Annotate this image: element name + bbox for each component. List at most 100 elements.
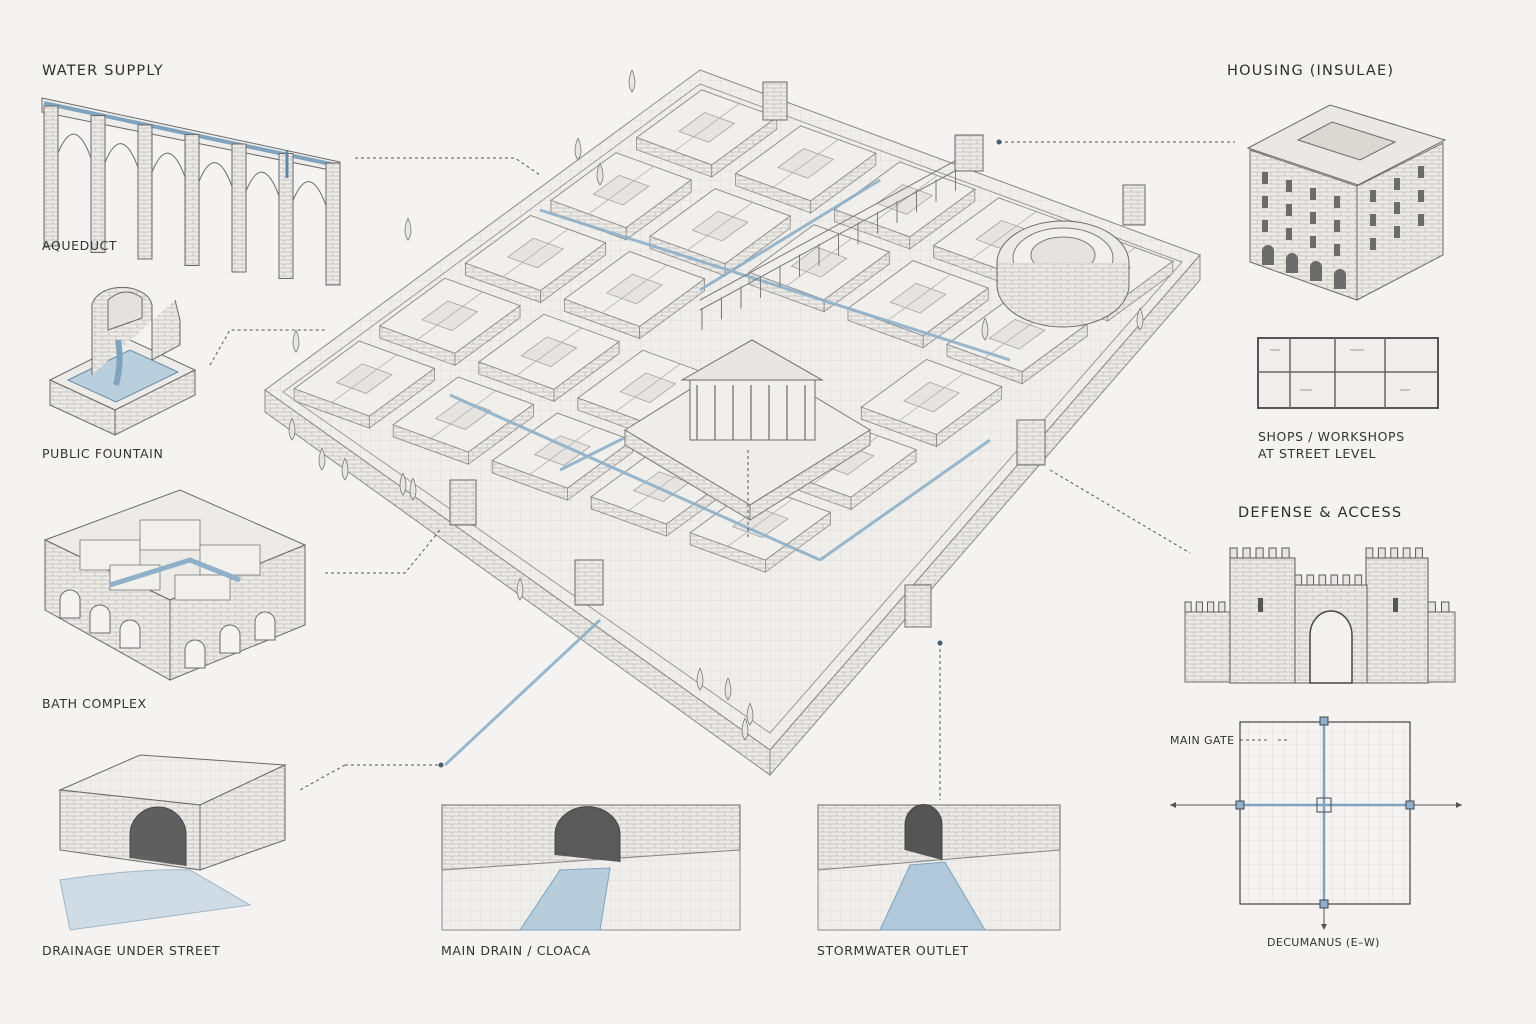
wall-towers: [449, 81, 1146, 628]
cypress-tree: [741, 717, 749, 741]
block-wall: [553, 340, 620, 403]
cypress-tree: [628, 69, 636, 93]
bath-room: [139, 519, 201, 551]
room-wall: [331, 354, 398, 403]
insula-window: [1262, 172, 1268, 184]
room-wall: [430, 390, 497, 439]
amphitheatre: [996, 220, 1130, 328]
bath-arch: [219, 624, 241, 654]
insula-window: [1370, 214, 1376, 226]
city-plan: [264, 69, 1201, 777]
room-wall: [727, 498, 794, 547]
stormwater-vignette: [817, 803, 1061, 931]
room-wall: [502, 228, 569, 278]
crenellation: [1268, 547, 1277, 559]
block-wall: [909, 188, 976, 250]
crenellation: [1441, 601, 1450, 613]
crenellation: [1318, 574, 1327, 586]
insula-window: [1310, 212, 1316, 224]
block-wall: [540, 242, 607, 304]
crenellation: [1195, 601, 1203, 613]
insula-window: [1334, 244, 1340, 256]
bath-complex-label: BATH COMPLEX: [42, 696, 147, 711]
insula-window: [1394, 178, 1400, 190]
aqueduct-arch: [292, 181, 327, 206]
insula-arcade: [1262, 245, 1274, 265]
stormwater-label: STORMWATER OUTLET: [817, 943, 969, 958]
aqueduct-pier: [137, 124, 153, 260]
crenellation: [1281, 547, 1290, 559]
cypress-tree: [516, 577, 524, 601]
main-drain-label: MAIN DRAIN / CLOACA: [441, 943, 591, 958]
cypress-tree: [288, 417, 296, 441]
block-wall: [639, 278, 706, 340]
crenellation: [1242, 547, 1251, 559]
room-wall: [871, 175, 938, 224]
aqueduct-pier: [90, 115, 106, 253]
main-drain-vignette: [441, 804, 741, 931]
bath-arch: [119, 619, 141, 649]
insula-window: [1286, 180, 1292, 192]
cypress-tree: [409, 477, 417, 501]
city-aqueduct: [699, 149, 976, 330]
bath-arch: [89, 604, 111, 634]
crenellation: [1306, 574, 1315, 586]
aqueduct-arch: [198, 162, 233, 187]
fountain-vignette: [48, 286, 197, 436]
shops-label-line2: AT STREET LEVEL: [1258, 446, 1377, 461]
insula-window: [1418, 190, 1424, 202]
aqueduct-vignette: [41, 97, 341, 286]
shops-label-line1: SHOPS / WORKSHOPS: [1258, 429, 1405, 444]
crenellation: [1342, 574, 1351, 586]
aqueduct-arch: [245, 171, 280, 197]
bath-arch: [59, 589, 81, 619]
insula-window: [1418, 166, 1424, 178]
aqueduct-arch: [151, 152, 186, 178]
crenellation: [1427, 601, 1436, 613]
block-wall: [1021, 323, 1088, 385]
insula-window: [1286, 204, 1292, 216]
insula-window: [1370, 190, 1376, 202]
cypress-trees: [288, 69, 1144, 741]
insula-window: [1286, 228, 1292, 240]
crenellation: [1229, 547, 1238, 559]
aqueduct-pier: [43, 105, 59, 247]
block-wall: [711, 116, 778, 178]
bath-arch: [184, 639, 206, 669]
insula-arcade: [1310, 261, 1322, 281]
drainage-label: DRAINAGE UNDER STREET: [42, 943, 221, 958]
room-wall: [673, 103, 740, 152]
bath-arch: [254, 611, 276, 641]
insula-arcade: [1334, 269, 1346, 289]
insula-window: [1394, 226, 1400, 238]
public-fountain-label: PUBLIC FOUNTAIN: [42, 446, 164, 461]
aqueduct-pier: [184, 134, 200, 266]
cypress-tree: [399, 472, 407, 496]
room-wall: [516, 327, 582, 376]
aqueduct-arch: [104, 143, 139, 168]
room-wall: [417, 291, 483, 340]
cypress-tree: [341, 457, 349, 481]
crenellation: [1294, 574, 1303, 586]
block-wall: [724, 215, 791, 277]
crenellation: [1255, 547, 1264, 559]
insula-vignette: [1246, 104, 1447, 301]
bath-room: [199, 544, 261, 576]
block-wall: [467, 403, 534, 465]
central-temple: [624, 339, 871, 521]
shops-plan: [1257, 337, 1439, 409]
cypress-tree: [724, 677, 732, 701]
cypress-tree: [318, 447, 326, 471]
bath-room: [174, 574, 231, 601]
block-wall: [566, 439, 633, 501]
main-gate-label: MAIN GATE: [1170, 734, 1235, 747]
crenellation: [1390, 547, 1399, 559]
insula-window: [1334, 220, 1340, 232]
crenellation: [1184, 601, 1192, 613]
block-wall: [922, 287, 989, 349]
insula-window: [1310, 236, 1316, 248]
aqueduct-arch: [57, 133, 92, 159]
grid-plan: [1170, 716, 1462, 930]
